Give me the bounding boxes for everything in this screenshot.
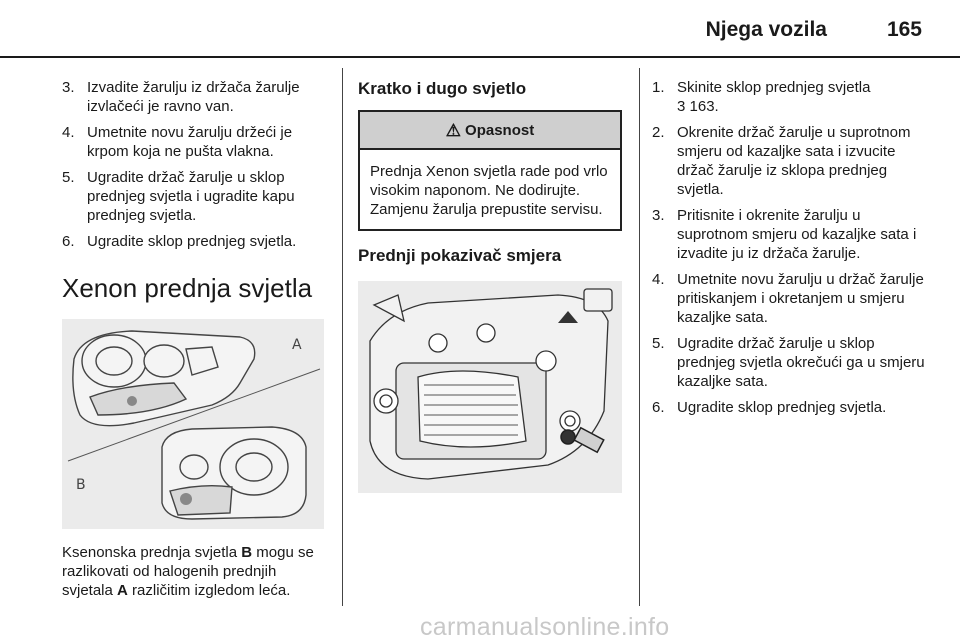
column-3: 1. Skinite sklop prednjeg svjetla 3 163.… [652, 78, 927, 424]
column-1: 3.Izvadite žarulju iz držača žarulje izv… [62, 78, 330, 600]
list-item: 1. Skinite sklop prednjeg svjetla 3 163. [652, 79, 871, 115]
header-divider [0, 56, 960, 58]
steps-list-3: 1. Skinite sklop prednjeg svjetla 3 163.… [652, 78, 927, 417]
section-heading-low-high-beam: Kratko i dugo svjetlo [358, 79, 527, 98]
column-divider-2 [639, 68, 640, 606]
turn-indicator-illustration [369, 288, 613, 480]
figure-label-a: A [292, 337, 302, 353]
list-item: 5.Ugradite držač žarulje u sklop prednje… [652, 335, 925, 390]
column-divider-1 [342, 68, 343, 606]
figure-label-b: B [76, 477, 86, 493]
list-item: 4.Umetnite novu žarulju u držač žarulje … [652, 271, 924, 326]
list-item: 2.Okrenite držač žarulje u suprotnom smj… [652, 124, 911, 198]
section-heading-xenon: Xenon prednja svjetla [62, 273, 313, 303]
headlight-comparison-figure: A B [62, 319, 324, 529]
list-item: 3.Pritisnite i okrenite žarulju u suprot… [652, 207, 917, 262]
list-item: 6.Ugradite sklop prednjeg svjetla. [652, 399, 887, 416]
list-item: 4.Umetnite novu žarulju držeći je krpom … [62, 124, 293, 160]
list-item: 6.Ugradite sklop prednjeg svjetla. [62, 233, 297, 250]
turn-indicator-figure [358, 281, 622, 493]
section-heading-turn-indicator: Prednji pokazivač smjera [358, 246, 562, 265]
danger-title: Opasnost [465, 121, 535, 139]
danger-text: Prednja Xenon svjetla rade pod vrlo viso… [370, 163, 608, 218]
danger-box: ⚠ Opasnost Prednja Xenon svjetla rade po… [358, 110, 622, 231]
warning-triangle-icon: ⚠ [445, 120, 462, 140]
page-title: Njega vozila [705, 18, 827, 41]
watermark-text: carmanualsonline.info [420, 613, 670, 641]
column-2: Kratko i dugo svjetlo ⚠ Opasnost Prednja… [358, 78, 622, 493]
list-item: 3.Izvadite žarulju iz držača žarulje izv… [62, 79, 300, 115]
steps-list-1: 3.Izvadite žarulju iz držača žarulje izv… [62, 78, 330, 251]
figure-caption: Ksenonska prednja svjetla B mogu se razl… [62, 544, 314, 599]
page-reference-link[interactable]: 3 163. [677, 98, 719, 115]
list-item: 5.Ugradite držač žarulje u sklop prednje… [62, 169, 295, 224]
page-number: 165 [886, 18, 922, 41]
headlight-illustration: A B [67, 330, 321, 520]
danger-box-header: ⚠ Opasnost [360, 112, 620, 150]
page-header: Njega vozila 165 [0, 18, 922, 48]
